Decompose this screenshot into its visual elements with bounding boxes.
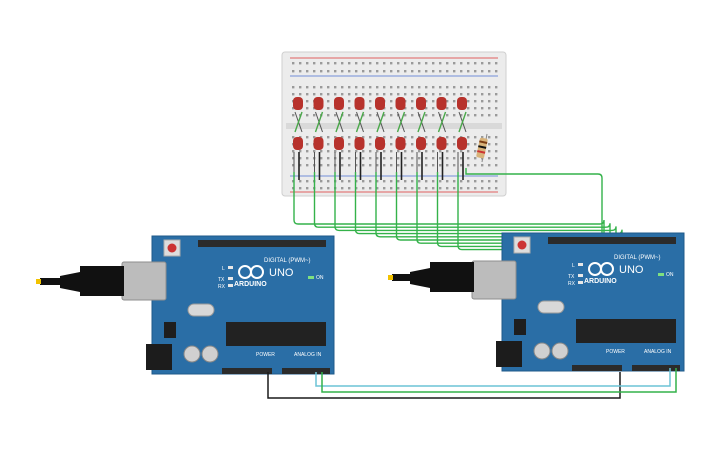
- led[interactable]: [436, 97, 447, 180]
- digital-label: DIGITAL (PWM~): [614, 255, 661, 261]
- led-array: [293, 97, 467, 180]
- led[interactable]: [334, 97, 344, 180]
- led[interactable]: [457, 97, 467, 180]
- led[interactable]: [293, 97, 303, 180]
- tx-label: TX: [218, 277, 225, 283]
- rx-label: RX: [218, 284, 226, 290]
- brand-label: ARDUINO: [234, 281, 267, 288]
- i2c-wire-1: [315, 368, 671, 387]
- breadboard[interactable]: [281, 51, 507, 197]
- analog-label: ANALOG IN: [294, 352, 322, 358]
- rx-label: RX: [568, 281, 576, 287]
- analog-header: [282, 368, 330, 374]
- analog-header: [632, 365, 680, 371]
- usb-port: [471, 260, 517, 300]
- power-header: [222, 368, 272, 374]
- power-label: POWER: [606, 349, 625, 355]
- usb-cable-left: [36, 266, 124, 296]
- digital-header: [548, 237, 676, 244]
- l-label: L: [222, 266, 225, 272]
- i2c-wire-2: [321, 368, 677, 393]
- power-jack: [496, 341, 522, 367]
- inter-board-wires: [267, 368, 677, 399]
- led[interactable]: [395, 97, 406, 180]
- power-header: [572, 365, 622, 371]
- model-label: UNO: [269, 267, 294, 279]
- power-jack: [146, 344, 172, 370]
- power-label: POWER: [256, 352, 275, 358]
- digital-label: DIGITAL (PWM~): [264, 258, 311, 264]
- brand-label: ARDUINO: [584, 278, 617, 285]
- atmega-chip: [226, 322, 326, 346]
- led[interactable]: [416, 97, 426, 180]
- analog-label: ANALOG IN: [644, 349, 672, 355]
- led[interactable]: [354, 97, 365, 180]
- l-label: L: [572, 263, 575, 269]
- arduino-uno-left[interactable]: DIGITAL (PWM~) ARDUINO UNO L TX RX ON PO…: [121, 235, 335, 375]
- usb-port: [121, 261, 167, 301]
- on-label: ON: [316, 275, 324, 281]
- arduino-uno-right[interactable]: DIGITAL (PWM~) ARDUINO UNO L TX RX ON PO…: [471, 232, 685, 372]
- led[interactable]: [313, 97, 324, 180]
- usb-cable-right: [388, 262, 474, 292]
- tx-label: TX: [568, 274, 575, 280]
- model-label: UNO: [619, 264, 644, 276]
- gnd-wire: [267, 372, 621, 399]
- on-label: ON: [666, 272, 674, 278]
- digital-header: [198, 240, 326, 247]
- atmega-chip: [576, 319, 676, 343]
- led[interactable]: [375, 97, 385, 180]
- resistor[interactable]: [476, 133, 488, 163]
